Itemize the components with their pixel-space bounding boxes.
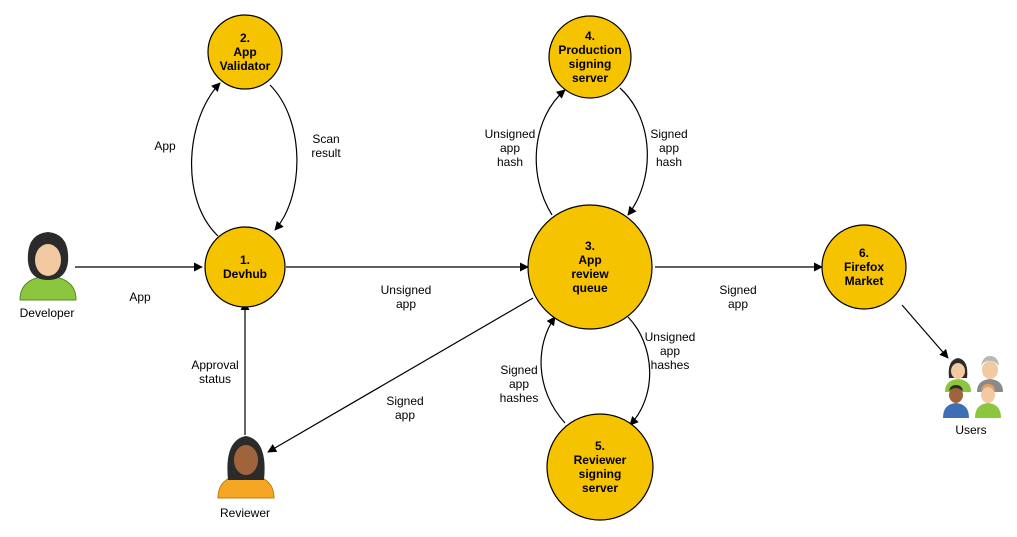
edge-queue-to-reviewer xyxy=(267,297,534,453)
node-market-label-line-3: Market xyxy=(845,274,884,288)
edge-label-production-to-queue-line-1: Signed xyxy=(650,127,687,141)
edge-label-queue-to-reviewer-line-1: Signed xyxy=(386,394,423,408)
edge-label-production-to-queue-line-3: hash xyxy=(656,155,682,169)
edge-label-queue-to-reviewer-signing-line-1: Unsigned xyxy=(645,330,696,344)
node-devhub: 1.Devhub xyxy=(204,226,286,308)
edge-reviewer-signing-to-queue xyxy=(540,316,566,424)
edge-label-developer-to-devhub-line-1: App xyxy=(129,290,151,304)
node-reviewer-signing-label-line-2: Reviewer xyxy=(574,453,627,467)
edge-label-devhub-to-queue-line-2: app xyxy=(396,297,416,311)
developer-avatar xyxy=(19,232,77,301)
users-avatar-group xyxy=(943,356,1003,418)
edge-label-devhub-to-queue-line-1: Unsigned xyxy=(381,283,432,297)
edge-label-validator-to-devhub-line-1: Scan xyxy=(312,132,339,146)
edge-label-queue-to-production-line-2: app xyxy=(500,141,520,155)
node-reviewer-signing-circle xyxy=(546,413,654,521)
node-review-queue-label-line-4: queue xyxy=(572,281,608,295)
edge-label-queue-to-market-line-2: app xyxy=(728,297,748,311)
edge-label-production-to-queue-line-2: app xyxy=(659,141,679,155)
edge-label-queue-to-reviewer-signing-line-3: hashes xyxy=(651,358,690,372)
edge-label-devhub-to-validator: App xyxy=(154,139,176,153)
node-reviewer-signing-label-line-1: 5. xyxy=(595,439,605,453)
node-production-signing-label-line-2: Production xyxy=(558,43,621,57)
node-production-signing-label-line-4: server xyxy=(572,71,608,85)
node-review-queue-circle xyxy=(527,204,653,330)
node-reviewer-signing-label-line-4: server xyxy=(582,481,618,495)
node-devhub-label-line-1: 1. xyxy=(240,253,250,267)
edge-label-developer-to-devhub: App xyxy=(129,290,151,304)
node-production-signing-label-line-1: 4. xyxy=(585,29,595,43)
node-market-circle xyxy=(821,224,907,310)
edge-validator-to-devhub xyxy=(269,84,298,231)
node-market-label-line-2: Firefox xyxy=(844,260,884,274)
node-validator-label-line-2: App xyxy=(233,45,256,59)
edge-queue-to-reviewer-signing xyxy=(627,316,651,426)
node-validator-label-line-3: Validator xyxy=(220,59,271,73)
node-devhub-label-line-2: Devhub xyxy=(223,267,267,281)
edge-label-reviewer-to-devhub-line-1: Approval xyxy=(191,358,238,372)
edge-label-validator-to-devhub-line-2: result xyxy=(311,146,341,160)
node-review-queue-label-line-3: review xyxy=(571,267,609,281)
edge-devhub-to-validator xyxy=(191,82,221,237)
reviewer-label: Reviewer xyxy=(220,506,270,520)
edges xyxy=(75,82,949,453)
node-validator-label-line-1: 2. xyxy=(240,31,250,45)
edge-label-queue-to-production-line-3: hash xyxy=(497,155,523,169)
edge-production-to-queue xyxy=(619,87,648,216)
edge-label-reviewer-signing-to-queue-line-3: hashes xyxy=(500,391,539,405)
node-validator-circle xyxy=(207,14,283,90)
edge-label-queue-to-production-line-1: Unsigned xyxy=(485,127,536,141)
node-review-queue-label-line-2: App xyxy=(578,253,601,267)
node-devhub-label: 1.Devhub xyxy=(223,253,267,281)
edge-queue-to-production xyxy=(535,89,566,216)
node-reviewer-signing-label-line-3: signing xyxy=(579,467,622,481)
edge-label-queue-to-reviewer-line-2: app xyxy=(395,408,415,422)
edge-market-to-users xyxy=(901,304,949,359)
node-devhub-circle xyxy=(204,226,286,308)
edge-label-queue-to-market-line-1: Signed xyxy=(719,283,756,297)
users-label: Users xyxy=(955,423,986,437)
edge-label-reviewer-to-devhub-line-2: status xyxy=(199,372,231,386)
edge-label-devhub-to-validator-line-1: App xyxy=(154,139,176,153)
node-market-label-line-1: 6. xyxy=(859,246,869,260)
node-production-signing-label-line-3: signing xyxy=(569,57,612,71)
edge-label-reviewer-signing-to-queue-line-2: app xyxy=(509,377,529,391)
developer-label: Developer xyxy=(20,306,75,320)
edge-label-queue-to-reviewer-signing-line-2: app xyxy=(660,344,680,358)
node-review-queue-label-line-1: 3. xyxy=(585,239,595,253)
edge-label-reviewer-signing-to-queue-line-1: Signed xyxy=(500,363,537,377)
reviewer-avatar xyxy=(217,436,275,499)
node-production-signing-circle xyxy=(548,15,632,99)
